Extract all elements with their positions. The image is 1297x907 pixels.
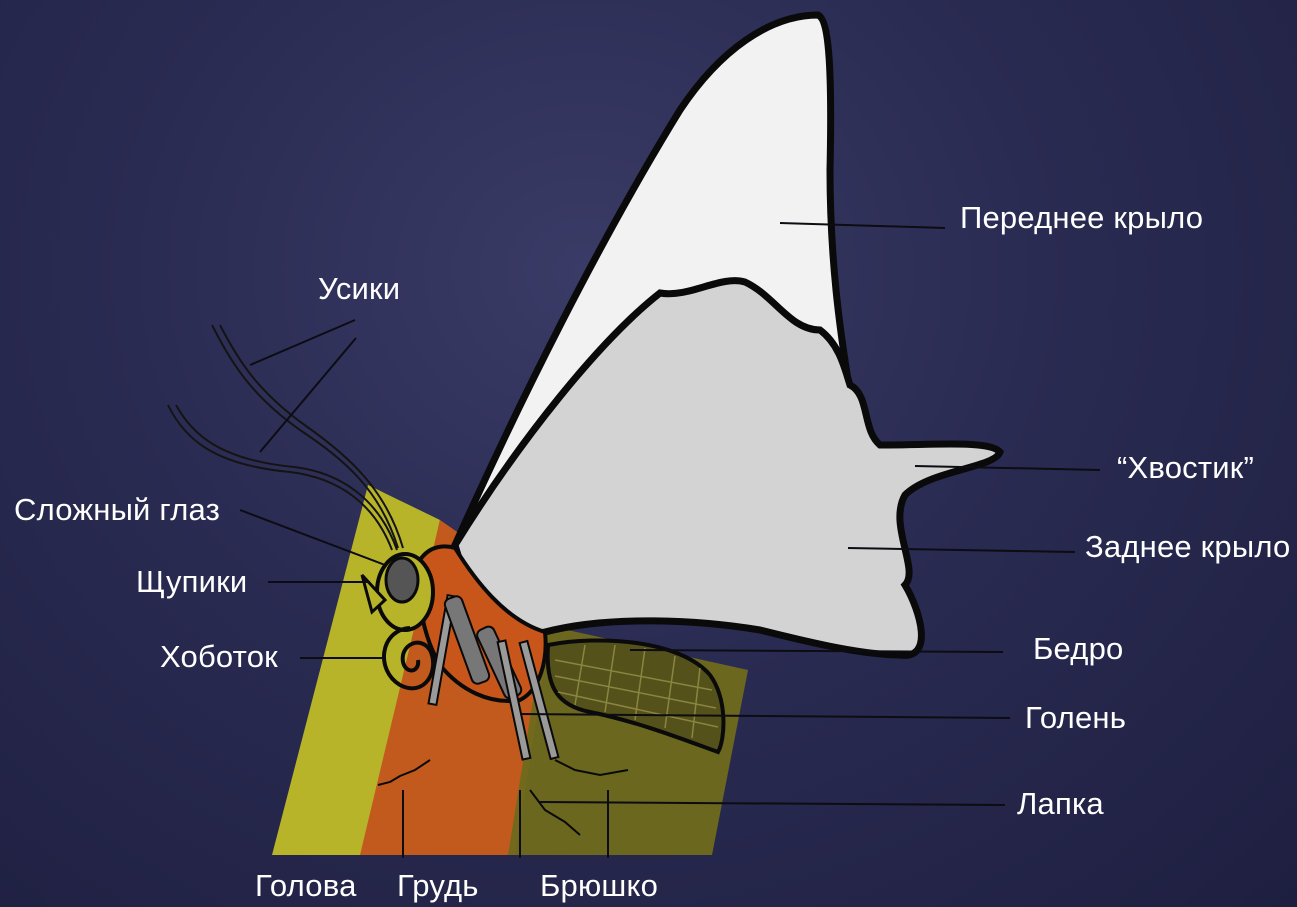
label-compound-eye: Сложный глаз — [14, 494, 220, 525]
hindwing-shape — [455, 281, 1000, 656]
label-antennae: Усики — [318, 273, 400, 304]
label-tibia: Голень — [1025, 702, 1126, 733]
compound-eye — [386, 558, 418, 602]
label-head: Голова — [255, 870, 357, 901]
label-proboscis: Хоботок — [160, 641, 278, 672]
label-palps: Щупики — [136, 566, 247, 597]
label-tail: “Хвостик” — [1117, 452, 1254, 483]
label-forewing: Переднее крыло — [960, 202, 1203, 233]
label-abdomen: Брюшко — [540, 870, 658, 901]
label-tarsus: Лапка — [1017, 788, 1104, 819]
label-thorax: Грудь — [397, 870, 479, 901]
label-femur: Бедро — [1033, 633, 1123, 664]
label-hindwing: Заднее крыло — [1085, 531, 1290, 562]
